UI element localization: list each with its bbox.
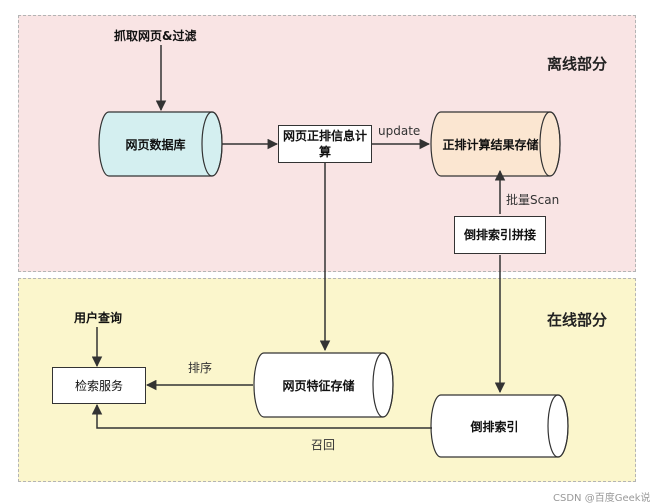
crawl-label: 抓取网页&过滤 — [114, 29, 197, 43]
edges — [91, 45, 506, 429]
feature-store-label: 网页特征存储 — [282, 378, 355, 393]
merge-label: 倒排索引拼接 — [463, 228, 536, 242]
inverted-index-label: 倒排索引 — [470, 419, 519, 434]
watermark: CSDN @百度Geek说 — [553, 493, 650, 504]
user-query-label: 用户查询 — [74, 311, 123, 325]
batch-scan-label: 批量Scan — [506, 193, 560, 207]
merge-box[interactable]: 倒排索引拼接 — [454, 216, 546, 254]
web-db-label: 网页数据库 — [125, 137, 186, 152]
edge-recall — [91, 403, 432, 429]
compute-box[interactable]: 网页正排信息计算 — [278, 125, 372, 163]
update-label: update — [378, 124, 421, 138]
feature-store-cylinder[interactable] — [253, 352, 394, 418]
online-region-title: 在线部分 — [547, 311, 608, 329]
forward-store-label: 正排计算结果存储 — [442, 137, 539, 152]
search-service-label: 检索服务 — [74, 378, 123, 393]
web-db-cylinder[interactable] — [98, 111, 223, 177]
compute-label: 网页正排信息计算 — [282, 129, 367, 159]
offline-region-title: 离线部分 — [547, 55, 608, 73]
inverted-index-cylinder[interactable] — [430, 394, 569, 458]
sort-label: 排序 — [188, 361, 213, 375]
recall-label: 召回 — [311, 438, 336, 452]
forward-store-cylinder[interactable] — [430, 111, 561, 177]
search-service-box[interactable]: 检索服务 — [52, 367, 146, 404]
